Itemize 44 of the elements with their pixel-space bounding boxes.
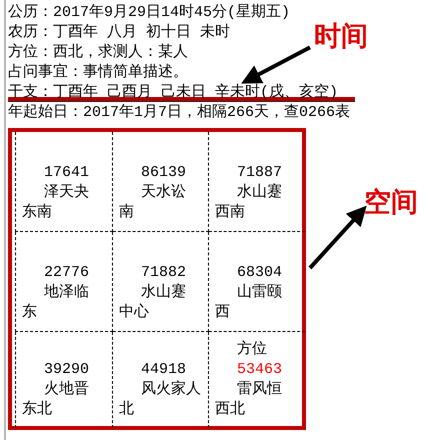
cell-number: 71887 bbox=[236, 163, 284, 183]
hexagram-name: 天水讼 bbox=[140, 183, 187, 203]
arrow bbox=[241, 46, 311, 84]
hexagram-name: 水山蹇 bbox=[236, 183, 283, 203]
hexagram-name: 水山蹇 bbox=[140, 283, 187, 303]
info-line: 占问事宜：事情简单描述。 bbox=[8, 63, 188, 83]
hexagram-name: 火地晋 bbox=[43, 380, 90, 400]
grid-cell bbox=[15, 132, 113, 232]
cell-number: 22776 bbox=[43, 263, 90, 283]
grid-table bbox=[8, 128, 306, 430]
info-line: 方位：西北，求测人：某人 bbox=[8, 43, 188, 63]
direction-label: 西南 bbox=[214, 203, 246, 223]
info-line: 农历：丁酉年 八月 初十日 未时 bbox=[8, 23, 230, 43]
arrow bbox=[308, 206, 367, 270]
direction-label: 中心 bbox=[118, 303, 150, 323]
direction-label: 东北 bbox=[21, 400, 53, 420]
cell-number: 68304 bbox=[236, 263, 284, 283]
direction-label: 西北 bbox=[214, 400, 246, 420]
hexagram-name: 雷风恒 bbox=[236, 380, 283, 400]
cell-heading: 方位 bbox=[236, 340, 268, 360]
cell-number: 44918 bbox=[140, 360, 188, 380]
annotation-label: 时间 bbox=[314, 22, 368, 52]
grid-cell bbox=[113, 232, 209, 332]
grid-cell bbox=[15, 332, 113, 428]
direction-label: 西 bbox=[214, 303, 231, 323]
info-line: 公历：2017年9月29日14时45分(星期五) bbox=[8, 3, 290, 23]
info-line: 年起始日：2017年1月7日，相隔266天，查0266表 bbox=[8, 103, 350, 123]
cell-number: 39290 bbox=[43, 360, 90, 380]
annotation-label: 空间 bbox=[364, 188, 418, 218]
hexagram-name: 山雷颐 bbox=[236, 283, 283, 303]
direction-label: 东南 bbox=[21, 203, 53, 223]
hexagram-name: 风火家人 bbox=[140, 380, 202, 400]
grid-cell bbox=[15, 232, 113, 332]
direction-label: 北 bbox=[118, 400, 135, 420]
direction-label: 南 bbox=[118, 203, 135, 223]
grid-cell bbox=[113, 132, 209, 232]
info-line: 干支：丁酉年 己酉月 己未日 辛未时(戌、亥空) bbox=[8, 83, 338, 103]
direction-label: 东 bbox=[21, 303, 38, 323]
hexagram-name: 地泽临 bbox=[43, 283, 90, 303]
cell-number: 53463 bbox=[236, 360, 284, 380]
cell-number: 17641 bbox=[43, 163, 90, 183]
hexagram-name: 泽天夬 bbox=[43, 183, 90, 203]
cell-number: 71882 bbox=[140, 263, 188, 283]
cell-number: 86139 bbox=[140, 163, 188, 183]
